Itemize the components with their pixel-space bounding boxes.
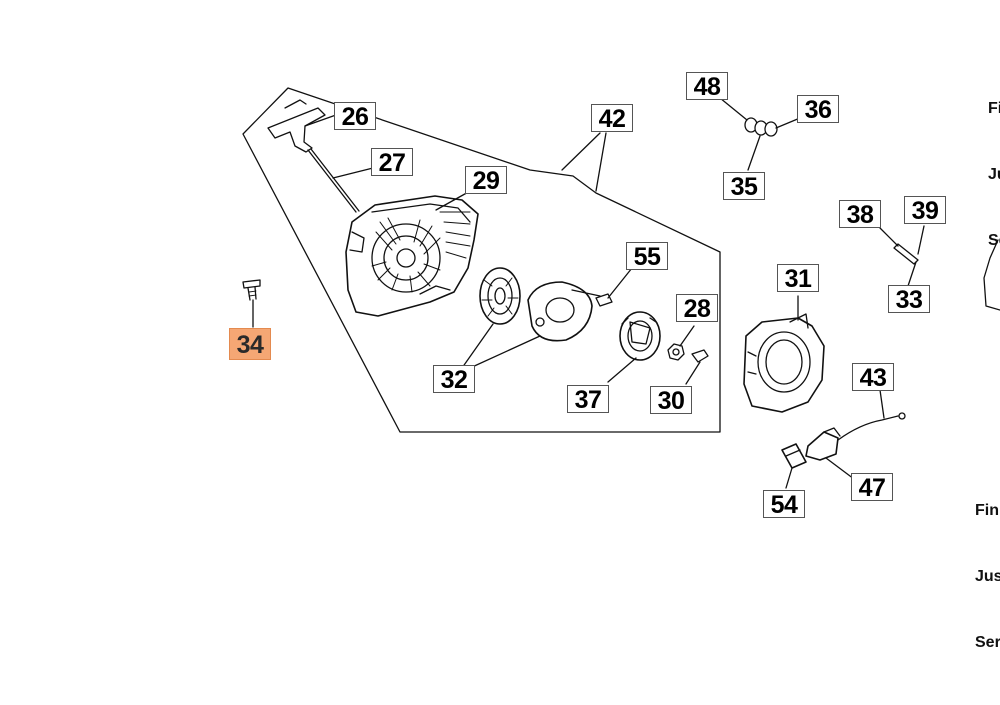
margin-text-bottom-line-3: Ser bbox=[975, 634, 1000, 651]
callout-38[interactable]: 38 bbox=[839, 200, 881, 229]
nut-part-28 bbox=[667, 325, 695, 361]
starter-rope-part-27 bbox=[307, 148, 374, 213]
callout-27[interactable]: 27 bbox=[371, 148, 413, 177]
margin-text-top-line-2: Ju bbox=[988, 166, 1000, 183]
bolt-part-34 bbox=[242, 279, 261, 328]
callout-47[interactable]: 47 bbox=[851, 473, 893, 502]
callout-32[interactable]: 32 bbox=[433, 365, 475, 394]
callout-48[interactable]: 48 bbox=[686, 72, 728, 101]
callout-43[interactable]: 43 bbox=[852, 363, 894, 392]
screw-part-55 bbox=[595, 267, 633, 307]
partial-part-right-edge bbox=[983, 239, 1000, 311]
rope-pulley-part-32 bbox=[461, 267, 521, 369]
stud-parts-38-39-33 bbox=[879, 225, 925, 287]
starter-housing-part-29 bbox=[345, 189, 479, 317]
callout-55[interactable]: 55 bbox=[626, 242, 668, 271]
fan-cover-part-31 bbox=[743, 295, 825, 413]
callout-42[interactable]: 42 bbox=[591, 104, 633, 133]
margin-text-bottom-line-1: Fin bbox=[975, 502, 999, 519]
callout-26[interactable]: 26 bbox=[334, 102, 376, 131]
margin-text-top-line-1: Fi bbox=[988, 100, 1000, 117]
spring-cover-part-32 bbox=[469, 281, 605, 369]
pawl-carrier-part-37 bbox=[607, 311, 661, 383]
margin-text-top: Fi Ju Se bbox=[988, 54, 1000, 274]
callout-36[interactable]: 36 bbox=[797, 95, 839, 124]
margin-text-bottom: Fin Jus Ser bbox=[975, 456, 1000, 676]
assembly-42-outline bbox=[242, 87, 721, 433]
callout-54[interactable]: 54 bbox=[763, 490, 805, 519]
callout-30[interactable]: 30 bbox=[650, 386, 692, 415]
callout-28[interactable]: 28 bbox=[676, 294, 718, 323]
leader-42 bbox=[561, 132, 601, 171]
spacer-part-54 bbox=[781, 443, 807, 489]
ignition-module-part-47 bbox=[805, 389, 906, 483]
callout-33[interactable]: 33 bbox=[888, 285, 930, 314]
callout-31[interactable]: 31 bbox=[777, 264, 819, 293]
margin-text-top-line-3: Se bbox=[988, 232, 1000, 249]
washer-set-parts-48-36-35 bbox=[719, 97, 801, 171]
margin-text-bottom-line-2: Jus bbox=[975, 568, 1000, 585]
callout-35[interactable]: 35 bbox=[723, 172, 765, 201]
leader-42b bbox=[595, 132, 607, 192]
callout-37[interactable]: 37 bbox=[567, 385, 609, 414]
screw-part-30 bbox=[685, 349, 709, 385]
callout-39[interactable]: 39 bbox=[904, 196, 946, 225]
callout-29[interactable]: 29 bbox=[465, 166, 507, 195]
callout-34-highlighted[interactable]: 34 bbox=[229, 328, 271, 360]
